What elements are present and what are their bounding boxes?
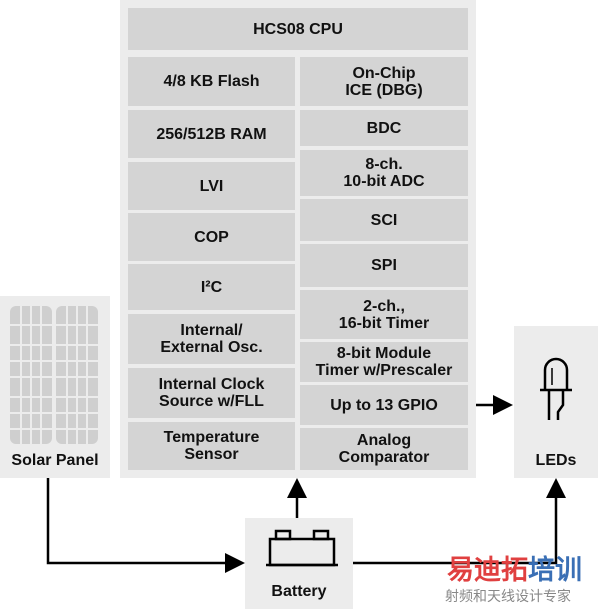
sci-block: SCI: [300, 199, 468, 241]
analog-comparator-block: Analog Comparator: [300, 428, 468, 470]
led-icon: [540, 357, 572, 420]
i2c-block: I²C: [128, 264, 295, 310]
battery-to-leds-arrow: [353, 478, 566, 565]
watermark-blue: 培训: [528, 555, 582, 585]
cop-block: COP: [128, 213, 295, 261]
module-timer-block: 8-bit Module Timer w/Prescaler: [300, 342, 468, 382]
temperature-sensor-block: Temperature Sensor: [128, 422, 295, 470]
gpio-block: Up to 13 GPIO: [300, 385, 468, 425]
flash-block: 4/8 KB Flash: [128, 57, 295, 106]
clock-source-block: Internal Clock Source w/FLL: [128, 368, 295, 418]
ice-block: On-Chip ICE (DBG): [300, 57, 468, 106]
ram-block: 256/512B RAM: [128, 110, 295, 158]
solar-panel-label: Solar Panel: [11, 452, 99, 469]
timer-block: 2-ch., 16-bit Timer: [300, 290, 468, 339]
watermark-red: 易迪拓: [447, 555, 528, 585]
oscillator-block: Internal/ External Osc.: [128, 314, 295, 364]
leds-label: LEDs: [535, 452, 577, 469]
spi-block: SPI: [300, 244, 468, 287]
watermark-brand: 易迪拓培训: [447, 555, 582, 585]
battery-label: Battery: [271, 583, 327, 600]
leds-block: [514, 326, 598, 478]
solar-to-battery-arrow: [46, 478, 245, 573]
battery-icon: [266, 529, 338, 567]
cpu-block: HCS08 CPU: [128, 8, 468, 50]
bdc-block: BDC: [300, 110, 468, 146]
solar-panel-icon: [10, 306, 98, 444]
adc-block: 8-ch. 10-bit ADC: [300, 150, 468, 196]
lvi-block: LVI: [128, 162, 295, 210]
watermark-tagline: 射频和天线设计专家: [445, 589, 571, 605]
